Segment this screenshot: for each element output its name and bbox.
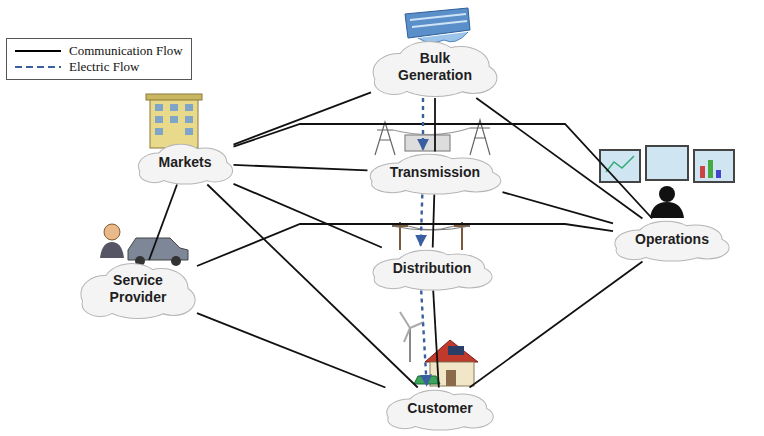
legend-dashed-sample xyxy=(15,66,61,68)
node-label: Operations xyxy=(635,231,709,248)
transmission-cloud: Transmission xyxy=(368,152,503,195)
communication-line xyxy=(476,98,642,219)
node-label: Distribution xyxy=(393,260,472,277)
electric-flow-line xyxy=(421,291,427,386)
node-label: Bulk Generation xyxy=(393,50,477,84)
communication-line xyxy=(234,124,653,219)
communication-line xyxy=(234,92,372,144)
customer-icon xyxy=(400,312,478,386)
node-label: Service Provider xyxy=(101,272,175,306)
markets-cloud: Markets xyxy=(137,142,234,185)
generation-cloud: Bulk Generation xyxy=(371,38,499,98)
communication-line xyxy=(433,195,435,248)
control-room-icon xyxy=(600,146,734,218)
electric-flow-line xyxy=(422,98,424,150)
legend-box: Communication FlowElectric Flow xyxy=(6,38,192,80)
legend-text: Electric Flow xyxy=(69,59,139,74)
electric-flow-line xyxy=(421,195,423,246)
customer-cloud: Customer xyxy=(385,388,495,431)
communication-line xyxy=(234,184,382,248)
dam-icon xyxy=(405,8,470,43)
communication-line xyxy=(234,165,368,170)
communication-line xyxy=(503,192,614,223)
service-provider-cloud: Service Provider xyxy=(79,260,197,320)
communication-line xyxy=(470,262,643,388)
node-label: Markets xyxy=(159,154,212,171)
communication-line xyxy=(197,313,385,387)
building-icon xyxy=(146,94,202,148)
service-icon xyxy=(100,224,188,266)
tower-icon xyxy=(375,120,490,155)
pole-icon xyxy=(392,222,470,250)
communication-line xyxy=(149,185,177,261)
operations-cloud: Operations xyxy=(613,219,731,262)
legend-solid-sample xyxy=(15,50,61,52)
communication-line xyxy=(207,185,417,388)
communication-line xyxy=(433,291,439,388)
node-label: Transmission xyxy=(390,164,481,181)
node-label: Customer xyxy=(407,400,473,417)
distribution-cloud: Distribution xyxy=(371,248,494,291)
legend-text: Communication Flow xyxy=(69,43,183,58)
